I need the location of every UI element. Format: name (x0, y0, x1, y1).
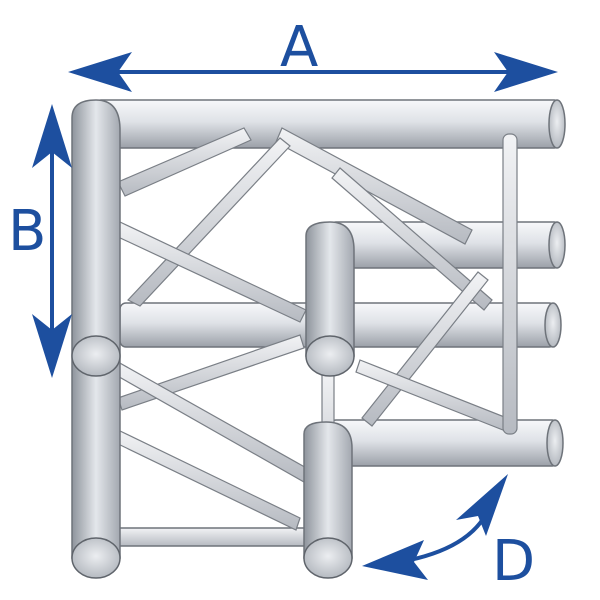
dimension-a-arrowhead-right (494, 52, 558, 92)
left-post-bottom-cap (71, 537, 121, 579)
brace-top-3 (127, 137, 291, 307)
upper-right-chord-end (548, 221, 566, 269)
tube-end-caps (71, 335, 355, 579)
main-left-post (71, 99, 121, 559)
inner-upper-post-cap (305, 335, 355, 377)
dimension-label-a: A (280, 15, 318, 80)
dimension-b-arrowhead-top (32, 104, 72, 168)
brace-bars (89, 127, 518, 531)
brace-right-post (502, 133, 518, 435)
vertical-tubes (71, 99, 355, 559)
left-post-mid-cap (71, 335, 121, 377)
bottom-chord-tube (94, 527, 336, 547)
brace-top-1 (117, 127, 252, 197)
dimension-arrows (32, 52, 558, 580)
dimension-d-arrowhead-top (456, 474, 508, 536)
dimension-d-arrowhead-left (362, 540, 428, 580)
dimension-b-arrowhead-bottom (32, 314, 72, 378)
top-chord-tube (94, 99, 561, 149)
brace-top-5 (331, 167, 493, 311)
dimension-a-arrowhead-left (68, 52, 132, 92)
brace-left-3 (113, 429, 301, 531)
inner-lower-post (303, 421, 353, 559)
lower-right-chord-tube (329, 419, 559, 467)
brace-top-6 (361, 271, 489, 427)
lower-right-chord-end (546, 419, 564, 467)
inner-lower-post-cap (303, 537, 353, 579)
inner-upper-post (305, 221, 355, 357)
brace-left-2 (113, 361, 311, 483)
top-chord-end (548, 99, 566, 149)
dimension-label-b: B (8, 199, 46, 264)
dimension-label-d: D (492, 529, 535, 594)
brace-top-2 (275, 127, 473, 245)
mid-chord-end (544, 302, 562, 348)
